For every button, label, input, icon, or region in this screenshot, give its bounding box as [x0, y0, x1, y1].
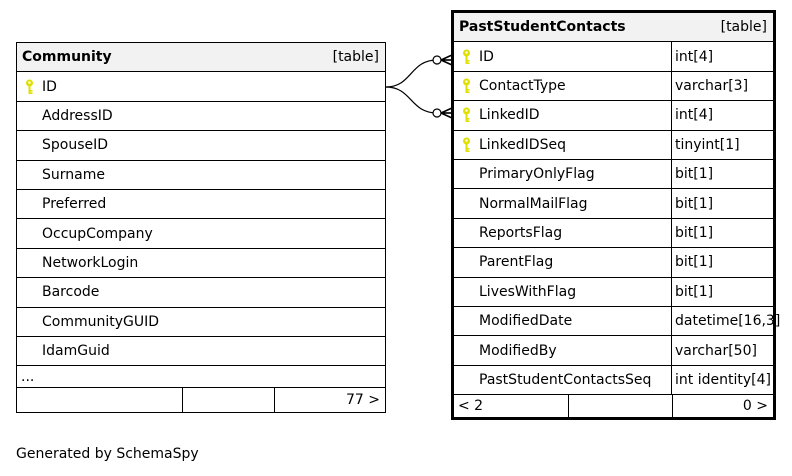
paststudentcontacts-table-title: PastStudentContacts	[459, 19, 626, 36]
column-name: Barcode	[42, 284, 100, 301]
column-type: int identity[4]	[671, 365, 773, 395]
column-row[interactable]: ID	[17, 72, 385, 102]
column-name: LinkedID	[479, 107, 540, 124]
column-row[interactable]: SpouseID	[17, 131, 385, 161]
column-row[interactable]: ModifiedDate datetime[16,3]	[454, 307, 780, 337]
column-row[interactable]: Barcode	[17, 278, 385, 308]
community-table[interactable]: Community [table] ID AddressID SpouseID Sur…	[16, 42, 386, 413]
column-name: PastStudentContactsSeq	[479, 371, 652, 388]
column-name: OccupCompany	[42, 225, 153, 242]
column-name: NormalMailFlag	[479, 195, 588, 212]
paststudentcontacts-footer-right: 0 >	[672, 395, 773, 417]
community-table-tag: [table]	[332, 49, 379, 66]
more-columns-row[interactable]: ...	[17, 366, 385, 389]
column-row[interactable]: NetworkLogin	[17, 249, 385, 279]
column-type: varchar[3]	[671, 71, 773, 101]
crowfoot-id	[440, 54, 453, 66]
column-name: ID	[479, 48, 494, 65]
column-name: Surname	[42, 166, 105, 183]
column-type: bit[1]	[671, 218, 773, 248]
community-footer-right[interactable]: 77 >	[274, 388, 385, 412]
community-table-header[interactable]: Community [table]	[17, 43, 385, 73]
column-row[interactable]: Surname	[17, 161, 385, 190]
column-type: datetime[16,3]	[671, 307, 780, 336]
column-name: ModifiedDate	[479, 313, 573, 330]
crowfoot-linkedid	[440, 107, 453, 119]
relationship-line-id	[385, 59, 452, 88]
column-row[interactable]: OccupCompany	[17, 219, 385, 249]
paststudentcontacts-table-footer: < 2 0 >	[454, 395, 773, 417]
column-type: bit[1]	[671, 160, 773, 189]
column-name: ContactType	[479, 77, 566, 94]
column-row[interactable]: ID int[4]	[454, 42, 773, 72]
primary-key-icon	[463, 137, 470, 152]
column-row[interactable]: LivesWithFlag bit[1]	[454, 277, 773, 307]
column-name: ID	[42, 78, 57, 95]
column-row[interactable]: PastStudentContactsSeq int identity[4]	[454, 365, 773, 396]
column-row[interactable]: LinkedIDSeq tinyint[1]	[454, 130, 773, 160]
column-row[interactable]: CommunityGUID	[17, 308, 385, 337]
column-name: AddressID	[42, 107, 113, 124]
column-type: int[4]	[671, 101, 773, 130]
column-row[interactable]: ReportsFlag bit[1]	[454, 218, 773, 249]
column-row[interactable]: ContactType varchar[3]	[454, 71, 773, 102]
column-name: SpouseID	[42, 137, 109, 154]
column-row[interactable]: Preferred	[17, 190, 385, 220]
paststudentcontacts-table-header[interactable]: PastStudentContacts [table]	[454, 13, 773, 43]
column-row[interactable]: NormalMailFlag bit[1]	[454, 189, 773, 219]
column-type: tinyint[1]	[671, 130, 773, 159]
community-table-title: Community	[22, 49, 112, 66]
primary-key-icon	[463, 49, 470, 64]
more-columns-ellipsis: ...	[21, 368, 35, 385]
column-row[interactable]: LinkedID int[4]	[454, 101, 773, 131]
column-name: IdamGuid	[42, 343, 110, 360]
paststudentcontacts-footer-mid	[568, 395, 672, 417]
paststudentcontacts-table-tag: [table]	[720, 19, 767, 36]
relationship-line-linkedid	[385, 86, 452, 114]
column-type: bit[1]	[671, 189, 773, 218]
column-row[interactable]: PrimaryOnlyFlag bit[1]	[454, 160, 773, 190]
column-name: CommunityGUID	[42, 313, 160, 330]
column-type: bit[1]	[671, 248, 773, 277]
paststudentcontacts-footer-left[interactable]: < 2	[458, 398, 484, 414]
column-type: varchar[50]	[671, 336, 773, 365]
column-name: LinkedIDSeq	[479, 136, 566, 153]
relationship-circle-id	[432, 55, 442, 65]
column-type: int[4]	[671, 42, 773, 71]
column-name: ParentFlag	[479, 254, 554, 271]
primary-key-icon	[463, 107, 470, 123]
column-name: PrimaryOnlyFlag	[479, 166, 595, 183]
column-name: ModifiedBy	[479, 342, 557, 359]
column-row[interactable]: ParentFlag bit[1]	[454, 248, 773, 278]
primary-key-icon	[26, 79, 33, 94]
primary-key-icon	[463, 78, 470, 93]
column-type: bit[1]	[671, 277, 773, 306]
column-name: NetworkLogin	[42, 254, 139, 271]
relationship-circle-linkedid	[432, 108, 442, 118]
community-footer-left	[17, 388, 182, 412]
column-row[interactable]: AddressID	[17, 102, 385, 132]
column-row[interactable]: ModifiedBy varchar[50]	[454, 336, 773, 366]
column-row[interactable]: IdamGuid	[17, 337, 385, 367]
community-footer-mid	[182, 388, 274, 412]
column-name: LivesWithFlag	[479, 283, 577, 300]
column-name: ReportsFlag	[479, 224, 563, 241]
generated-by-credit: Generated by SchemaSpy	[16, 446, 199, 462]
column-name: Preferred	[42, 196, 107, 213]
community-table-footer: 77 >	[17, 388, 385, 412]
